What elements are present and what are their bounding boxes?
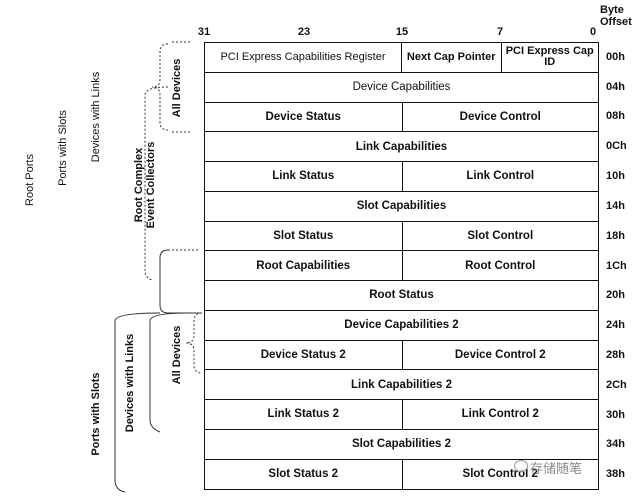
slot-capabilities-2-cell: Slot Capabilities 2 bbox=[351, 438, 452, 451]
offset-08h: 08h bbox=[606, 110, 625, 122]
register-row-08h: Device Status Device Control bbox=[205, 102, 599, 133]
device-control-cell: Device Control bbox=[401, 102, 599, 132]
register-row-20h: Root Status bbox=[205, 281, 598, 311]
offset-2ch: 2Ch bbox=[606, 379, 627, 391]
root-complex-event-collectors-label: Root Complex Event Collectors bbox=[133, 142, 157, 229]
offset-00h: 00h bbox=[606, 51, 625, 63]
offset-18h: 18h bbox=[606, 230, 625, 242]
register-row-00h: PCI Express Capabilities Register Next C… bbox=[205, 43, 598, 73]
pci-express-capabilities-register-cell: PCI Express Capabilities Register bbox=[220, 51, 386, 64]
device-status-2-cell: Device Status 2 bbox=[260, 348, 346, 361]
byte-offset-header-line1: Byte bbox=[600, 4, 624, 16]
register-row-28h: Device Status 2 Device Control 2 bbox=[205, 340, 599, 371]
root-complex-line: Root Complex bbox=[133, 147, 145, 223]
event-collectors-line: Event Collectors bbox=[145, 141, 157, 229]
register-row-14h: Slot Capabilities bbox=[205, 192, 598, 222]
offset-30h: 30h bbox=[606, 409, 625, 421]
pcie-capability-structure-table: PCI Express Capabilities Register Next C… bbox=[204, 42, 599, 491]
offset-1ch: 1Ch bbox=[606, 260, 627, 272]
root-complex-event-collectors-bracket-solid bbox=[159, 249, 200, 314]
slot-status-cell: Slot Status bbox=[273, 229, 334, 242]
offset-0ch: 0Ch bbox=[606, 140, 627, 152]
register-row-2ch: Link Capabilities 2 bbox=[205, 370, 598, 400]
byte-offset-header: Byte Offset bbox=[600, 4, 632, 28]
link-capabilities-cell: Link Capabilities bbox=[355, 140, 448, 153]
byte-offset-header-line2: Offset bbox=[600, 16, 632, 28]
device-capabilities-cell: Device Capabilities bbox=[352, 81, 451, 94]
bit-31-label: 31 bbox=[197, 26, 211, 38]
devices-with-links-bottom-bracket bbox=[149, 312, 189, 433]
ports-with-slots-label-bottom: Ports with Slots bbox=[90, 372, 102, 456]
slot-control-cell: Slot Control bbox=[401, 221, 599, 251]
link-control-2-cell: Link Control 2 bbox=[401, 400, 599, 429]
ports-with-slots-label-top: Ports with Slots bbox=[57, 110, 69, 186]
all-devices-bottom-bracket bbox=[185, 312, 203, 374]
offset-34h: 34h bbox=[606, 438, 625, 450]
root-complex-event-collectors-bracket bbox=[144, 86, 169, 281]
next-cap-pointer-cell: Next Cap Pointer bbox=[401, 43, 501, 72]
bit-23-label: 23 bbox=[297, 26, 311, 38]
root-control-cell: Root Control bbox=[401, 251, 599, 280]
register-row-24h: Device Capabilities 2 bbox=[205, 311, 598, 341]
register-row-10h: Link Status Link Control bbox=[205, 162, 598, 192]
root-ports-label: Root Ports bbox=[24, 154, 36, 206]
device-capabilities-2-cell: Device Capabilities 2 bbox=[344, 319, 459, 332]
offset-28h: 28h bbox=[606, 349, 625, 361]
slot-status-2-cell: Slot Status 2 bbox=[268, 468, 339, 481]
devices-with-links-label-top: Devices with Links bbox=[90, 71, 102, 163]
pci-express-cap-id-cell: PCI Express Cap ID bbox=[500, 43, 599, 72]
register-row-0ch: Link Capabilities bbox=[205, 132, 598, 162]
register-row-30h: Link Status 2 Link Control 2 bbox=[205, 400, 598, 430]
all-devices-top-bracket bbox=[151, 41, 190, 133]
offset-04h: 04h bbox=[606, 81, 625, 93]
offset-24h: 24h bbox=[606, 319, 625, 331]
link-control-cell: Link Control bbox=[401, 162, 599, 191]
register-row-18h: Slot Status Slot Control bbox=[205, 221, 599, 252]
ports-with-slots-bottom-bracket bbox=[114, 312, 161, 493]
device-control-2-cell: Device Control 2 bbox=[401, 340, 599, 370]
bit-15-label: 15 bbox=[395, 26, 409, 38]
offset-20h: 20h bbox=[606, 289, 625, 301]
slot-capabilities-cell: Slot Capabilities bbox=[356, 200, 447, 213]
link-status-2-cell: Link Status 2 bbox=[267, 408, 340, 421]
offset-10h: 10h bbox=[606, 170, 625, 182]
devices-with-links-label-bottom: Devices with Links bbox=[124, 333, 136, 433]
watermark-text: 存储随笔 bbox=[530, 461, 583, 476]
all-devices-label-top: All Devices bbox=[171, 58, 183, 118]
all-devices-label-bottom: All Devices bbox=[171, 325, 183, 385]
link-capabilities-2-cell: Link Capabilities 2 bbox=[351, 378, 452, 391]
register-row-1ch: Root Capabilities Root Control bbox=[205, 251, 598, 281]
register-row-04h: Device Capabilities bbox=[205, 73, 598, 103]
bit-0-label: 0 bbox=[589, 26, 597, 38]
offset-38h: 38h bbox=[606, 468, 625, 480]
device-status-cell: Device Status bbox=[265, 110, 341, 123]
root-status-cell: Root Status bbox=[369, 289, 434, 302]
link-status-cell: Link Status bbox=[272, 170, 335, 183]
offset-14h: 14h bbox=[606, 200, 625, 212]
root-capabilities-cell: Root Capabilities bbox=[256, 259, 351, 272]
bit-7-label: 7 bbox=[496, 26, 504, 38]
watermark-icon bbox=[514, 460, 528, 472]
register-row-34h: Slot Capabilities 2 bbox=[205, 430, 598, 460]
